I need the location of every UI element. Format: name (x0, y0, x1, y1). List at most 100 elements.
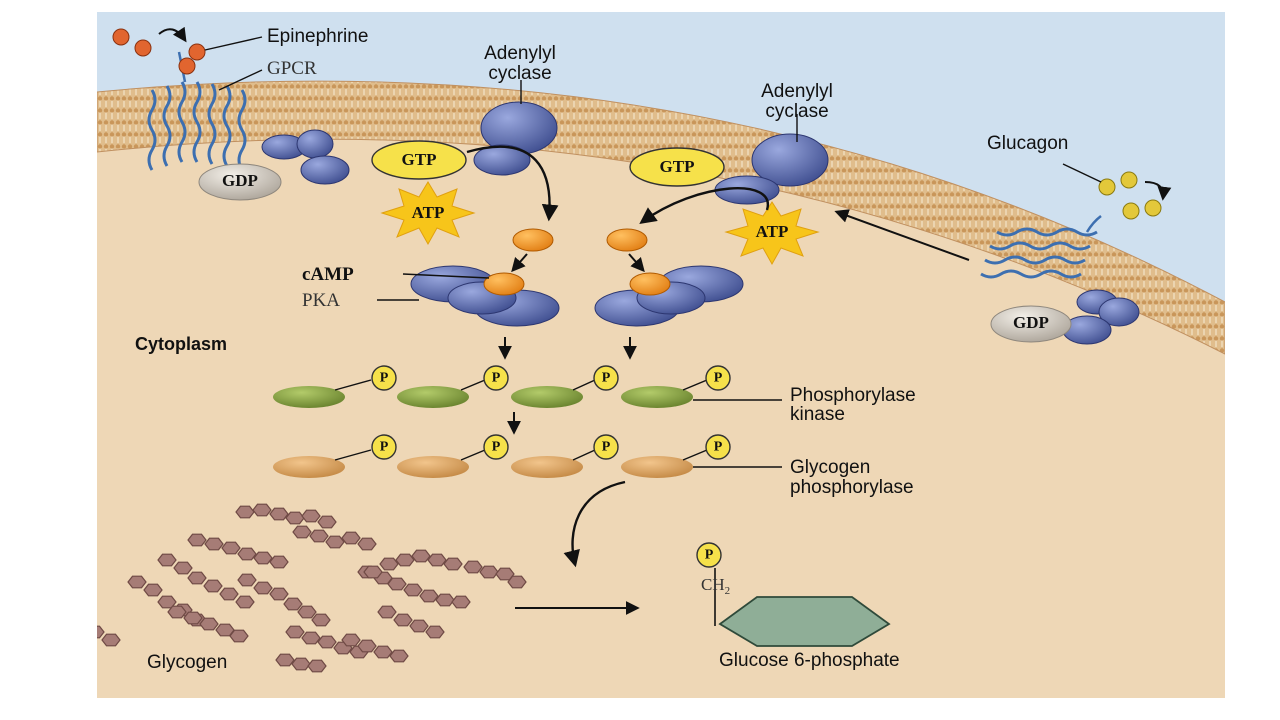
glycogen-unit (341, 633, 361, 647)
glycogen-unit (301, 509, 321, 523)
glycogen-unit (143, 583, 163, 597)
gdp-right-label: GDP (1013, 313, 1049, 332)
glycogen-unit (269, 507, 289, 521)
camp-label: cAMP (302, 264, 354, 285)
atp-burst-left (380, 181, 476, 246)
glycogen-unit (187, 571, 207, 585)
glycogen-unit (235, 505, 255, 519)
epinephrine-binding-arrow (158, 26, 187, 43)
camp-to-pka-arrow-left (511, 253, 528, 273)
glycogen-unit (269, 587, 289, 601)
glycogen-unit (291, 657, 311, 671)
camp-bound-left (483, 272, 525, 296)
atp-burst-right (724, 201, 820, 266)
glycogen-unit (395, 553, 415, 567)
phosphate-group: P (593, 365, 619, 391)
glycogen-unit (97, 625, 105, 639)
receptor-to-ac-arrow (834, 209, 970, 261)
gtp-right (629, 147, 725, 187)
glycogen-unit (167, 605, 187, 619)
glycogen-phosphorylase-label-line2: phosphorylase (790, 477, 914, 498)
svg-text:P: P (492, 371, 501, 386)
epinephrine-leader (204, 36, 263, 51)
glycogen-unit (183, 611, 203, 625)
atp-to-camp-arrow-right (639, 187, 769, 224)
glycogen-phosphorylase (397, 456, 469, 478)
glycogen-unit (285, 625, 305, 639)
glycogen-unit (451, 595, 471, 609)
glycogen-unit (237, 547, 257, 561)
glycogen-unit (373, 645, 393, 659)
glycogen-unit (393, 613, 413, 627)
glucagon-leader (1062, 163, 1102, 183)
phosphorylase-action-arrow (563, 480, 626, 568)
glycogen-unit (307, 659, 327, 673)
glycogen-unit (507, 575, 527, 589)
gpcr-label: GPCR (267, 58, 317, 79)
gdp-left (198, 163, 282, 201)
phosphate-group: P (705, 434, 731, 460)
glycogen-unit (357, 639, 377, 653)
glycogen-unit (101, 633, 121, 647)
gtp-left-label: GTP (402, 150, 437, 169)
glycogen-unit (427, 553, 447, 567)
glycogen-unit (285, 511, 305, 525)
pka-right (594, 265, 744, 327)
phosphate-group: P (371, 365, 397, 391)
phosphate-group: P (483, 434, 509, 460)
svg-text:P: P (705, 548, 714, 563)
glycogen-unit (235, 595, 255, 609)
glycogen-unit (275, 653, 295, 667)
glycogen-label: Glycogen (147, 652, 228, 673)
gtp-left (371, 140, 467, 180)
atp-to-camp-arrow-left (466, 145, 559, 222)
phosphate-group: P (593, 434, 619, 460)
adenylyl-cyclase-right (714, 133, 829, 205)
atp-right-label: ATP (756, 222, 789, 241)
camp-to-pka-arrow-right (628, 253, 645, 273)
adenylyl-cyclase-left (473, 101, 558, 176)
glycogen-unit (425, 625, 445, 639)
diagram-canvas: GDP GTP ATP GTP ATP (97, 12, 1225, 698)
phosphorylase-kinase-label-line1: Phosphorylase (790, 385, 916, 406)
phosphorylase-phosphate-links (334, 449, 708, 461)
glycogen-unit (311, 613, 331, 627)
svg-text:P: P (602, 371, 611, 386)
glycogen-unit (221, 541, 241, 555)
glycogen-phosphorylase (273, 456, 345, 478)
phosphate-group: P (696, 542, 722, 568)
glycogen-unit (357, 537, 377, 551)
phosphorylase-kinase (621, 386, 693, 408)
glycogen-unit (389, 649, 409, 663)
ch2-label: CH2 (701, 575, 730, 597)
svg-text:P: P (380, 440, 389, 455)
glycogen-unit (377, 605, 397, 619)
glycogen-phosphorylase-row (273, 456, 693, 478)
camp-left (512, 228, 554, 252)
glucose-6-phosphate-label: Glucose 6-phosphate (719, 650, 900, 671)
glycogen-unit (297, 605, 317, 619)
camp-bound-right (629, 272, 671, 296)
glycogen-unit (292, 525, 312, 539)
glycogen-unit (269, 555, 289, 569)
glycogen-unit (411, 549, 431, 563)
glycogen-unit (419, 589, 439, 603)
phosphorylase-kinase (273, 386, 345, 408)
svg-text:P: P (380, 371, 389, 386)
phosphorylase-kinase-label-line2: kinase (790, 404, 845, 425)
svg-text:P: P (714, 440, 723, 455)
phosphorylase-kinase (511, 386, 583, 408)
glycogen-unit (219, 587, 239, 601)
glycogen-unit (479, 565, 499, 579)
glycogen-unit (309, 529, 329, 543)
gpcr-leader (218, 69, 263, 91)
glycogen-unit (325, 535, 345, 549)
glycogen-unit (387, 577, 407, 591)
glycogen-unit (283, 597, 303, 611)
glycogen-unit (253, 551, 273, 565)
glycogen-unit (435, 593, 455, 607)
glycogen-unit (203, 579, 223, 593)
glycogen-unit (363, 565, 383, 579)
glucagon-molecules (1098, 171, 1162, 220)
glycogen-unit (301, 631, 321, 645)
